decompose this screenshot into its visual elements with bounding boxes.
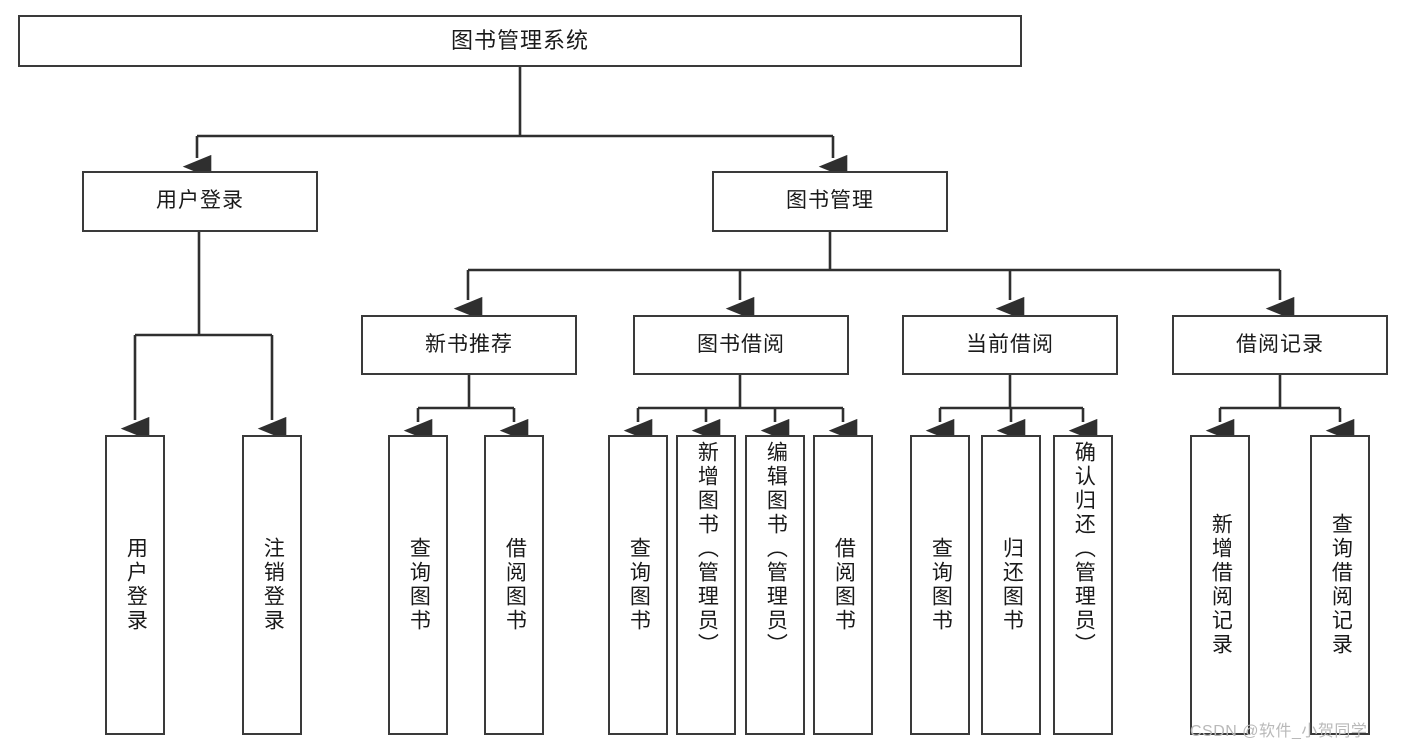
node-user-login[interactable]: 用户登录 <box>82 171 318 232</box>
node-new-book-recommend[interactable]: 新书推荐 <box>361 315 577 375</box>
node-borrow-record[interactable]: 借阅记录 <box>1172 315 1388 375</box>
node-current-borrow[interactable]: 当前借阅 <box>902 315 1118 375</box>
leaf-user-login-login[interactable]: 用户登录 <box>105 435 165 735</box>
leaf-borrow-record-add-record[interactable]: 新增借阅记录 <box>1190 435 1250 735</box>
leaf-book-borrow-query-book[interactable]: 查询图书 <box>608 435 668 735</box>
leaf-book-borrow-add-book-admin[interactable]: 新增图书（管理员） <box>676 435 736 735</box>
node-book-management[interactable]: 图书管理 <box>712 171 948 232</box>
leaf-user-login-logout[interactable]: 注销登录 <box>242 435 302 735</box>
csdn-watermark: CSDN @软件_小贺同学 <box>1190 723 1368 740</box>
leaf-book-borrow-edit-book-admin[interactable]: 编辑图书（管理员） <box>745 435 805 735</box>
leaf-current-borrow-confirm-return-admin[interactable]: 确认归还（管理员） <box>1053 435 1113 735</box>
node-root-book-management-system[interactable]: 图书管理系统 <box>18 15 1022 67</box>
leaf-current-borrow-return-book[interactable]: 归还图书 <box>981 435 1041 735</box>
leaf-borrow-record-query-record[interactable]: 查询借阅记录 <box>1310 435 1370 735</box>
leaf-new-book-borrow-book[interactable]: 借阅图书 <box>484 435 544 735</box>
leaf-current-borrow-query-book[interactable]: 查询图书 <box>910 435 970 735</box>
leaf-new-book-query-book[interactable]: 查询图书 <box>388 435 448 735</box>
leaf-book-borrow-borrow-book[interactable]: 借阅图书 <box>813 435 873 735</box>
node-book-borrow[interactable]: 图书借阅 <box>633 315 849 375</box>
